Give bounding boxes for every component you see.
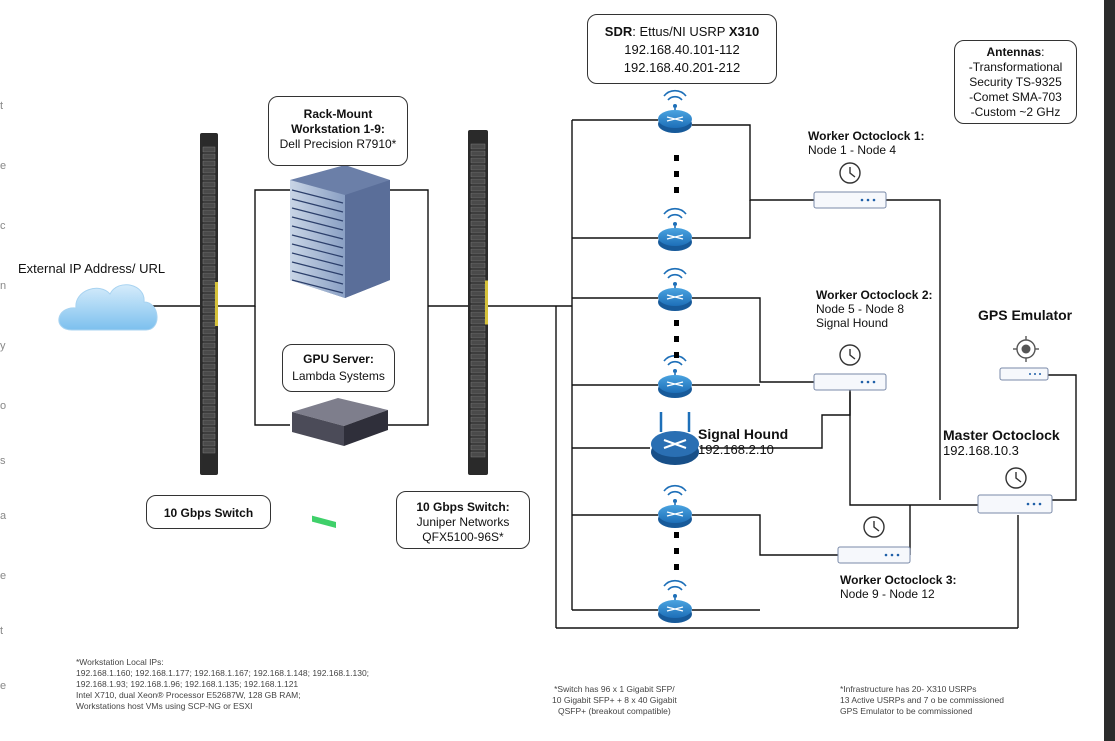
master-octoclock-ip: 192.168.10.3 <box>943 443 1019 458</box>
sdr-box: SDR: Ettus/NI USRP X310 192.168.40.101-1… <box>587 14 777 84</box>
edge-letter: c <box>0 220 6 232</box>
clock-icons <box>839 162 1027 538</box>
octoclock-devices <box>813 191 1053 564</box>
left-edge-labels: t e c n y o s a e t e <box>0 0 8 741</box>
master-octoclock-title: Master Octoclock <box>943 427 1060 443</box>
note-line: 13 Active USRPs and 7 o be commissioned <box>840 695 1004 705</box>
switch2-model: QFX5100-96S* <box>422 530 504 544</box>
edge-letter: t <box>0 100 4 112</box>
infrastructure-footnote: *Infrastructure has 20- X310 USRPs 13 Ac… <box>840 684 1004 717</box>
usrp-router-icon <box>658 484 692 528</box>
antenna-item: Security TS-9325 <box>969 75 1062 89</box>
gpu-server-icon <box>292 398 388 529</box>
usrp-routers <box>658 89 692 623</box>
usrp-router-icon <box>658 579 692 623</box>
edge-letter: o <box>0 400 7 412</box>
edge-letter: e <box>0 160 7 172</box>
switch-rack-icon <box>200 133 218 475</box>
edge-letter: n <box>0 280 7 292</box>
switch2-vendor: Juniper Networks <box>416 515 510 529</box>
note-line: Workstations host VMs using SCP-NG or ES… <box>76 701 253 711</box>
edge-letter: a <box>0 510 7 522</box>
octoclock3-sub: Node 9 - Node 12 <box>840 587 935 601</box>
server-rack-icon <box>290 165 390 298</box>
octoclock2-sub: Node 5 - Node 8 <box>816 302 905 316</box>
switch-rack-icon <box>468 130 488 475</box>
gps-icon <box>1013 336 1039 362</box>
note-line: 192.168.1.160; 192.168.1.177; 192.168.1.… <box>76 668 370 678</box>
gpu-server-box: GPU Server: Lambda Systems <box>282 344 395 392</box>
wire-group <box>150 119 1077 629</box>
sdr-ip-range-1: 192.168.40.101-112 <box>624 42 740 57</box>
edge-letter: e <box>0 570 7 582</box>
note-line: *Switch has 96 x 1 Gigabit SFP/ <box>554 684 675 694</box>
switch2-title: 10 Gbps Switch: <box>416 500 510 514</box>
usrp-router-icon <box>658 89 692 133</box>
switch-footnote: *Switch has 96 x 1 Gigabit SFP/ 10 Gigab… <box>552 684 677 717</box>
octoclock3-title: Worker Octoclock 3: <box>840 573 957 587</box>
octoclock2-sub2: Signal Hound <box>816 316 889 330</box>
ellipsis-dots <box>674 155 679 570</box>
octoclock-leds <box>860 198 1042 557</box>
switch2-label-box: 10 Gbps Switch: Juniper Networks QFX5100… <box>396 491 530 549</box>
cloud-icon <box>58 284 158 331</box>
gpu-server-vendor: Lambda Systems <box>292 369 385 383</box>
antenna-item: -Transformational <box>968 60 1063 74</box>
antenna-item: -Custom ~2 GHz <box>970 105 1061 119</box>
octoclock1-title: Worker Octoclock 1: <box>808 129 925 143</box>
note-line: 10 Gigabit SFP+ + 8 x 40 Gigabit <box>552 695 677 705</box>
signal-hound-ip: 192.168.2.10 <box>698 442 774 457</box>
switch1-label-box: 10 Gbps Switch <box>146 495 271 529</box>
antennas-box: Antennas: -Transformational Security TS-… <box>954 40 1077 124</box>
note-line: Intel X710, dual Xeon® Processor E52687W… <box>76 690 301 700</box>
workstation-footnote: *Workstation Local IPs: 192.168.1.160; 1… <box>76 657 369 712</box>
workstation-model: Dell Precision R7910* <box>279 137 397 151</box>
note-line: *Infrastructure has 20- X310 USRPs <box>840 684 977 694</box>
workstation-box: Rack-Mount Workstation 1-9: Dell Precisi… <box>268 96 408 166</box>
antennas-title: Antennas: <box>986 45 1045 59</box>
usrp-router-icon <box>658 267 692 311</box>
external-ip-label: External IP Address/ URL <box>18 261 166 276</box>
edge-letter: y <box>0 340 6 352</box>
edge-letter: t <box>0 625 4 637</box>
workstation-title: Rack-Mount <box>303 107 373 121</box>
octoclock1-sub: Node 1 - Node 4 <box>808 143 897 157</box>
gps-emulator-label: GPS Emulator <box>978 307 1073 323</box>
antenna-item: -Comet SMA-703 <box>969 90 1062 104</box>
workstation-title2: Workstation 1-9: <box>291 122 385 136</box>
signal-hound-icon <box>651 412 699 465</box>
usrp-router-icon <box>658 354 692 398</box>
sdr-title: SDR: Ettus/NI USRP X310 <box>604 24 760 39</box>
edge-letter: s <box>0 455 6 467</box>
switch1-label: 10 Gbps Switch <box>163 506 254 520</box>
usrp-router-icon <box>658 207 692 251</box>
note-line: 192.168.1.93; 192.168.1.96; 192.168.1.13… <box>76 679 299 689</box>
gpu-server-title: GPU Server: <box>303 352 374 366</box>
sdr-ip-range-2: 192.168.40.201-212 <box>623 60 741 75</box>
note-line: *Workstation Local IPs: <box>76 657 164 667</box>
note-line: GPS Emulator to be commissioned <box>840 706 973 716</box>
edge-letter: e <box>0 680 7 692</box>
signal-hound-title: Signal Hound <box>698 426 789 442</box>
note-line: QSFP+ (breakout compatible) <box>558 706 671 716</box>
octoclock2-title: Worker Octoclock 2: <box>816 288 933 302</box>
